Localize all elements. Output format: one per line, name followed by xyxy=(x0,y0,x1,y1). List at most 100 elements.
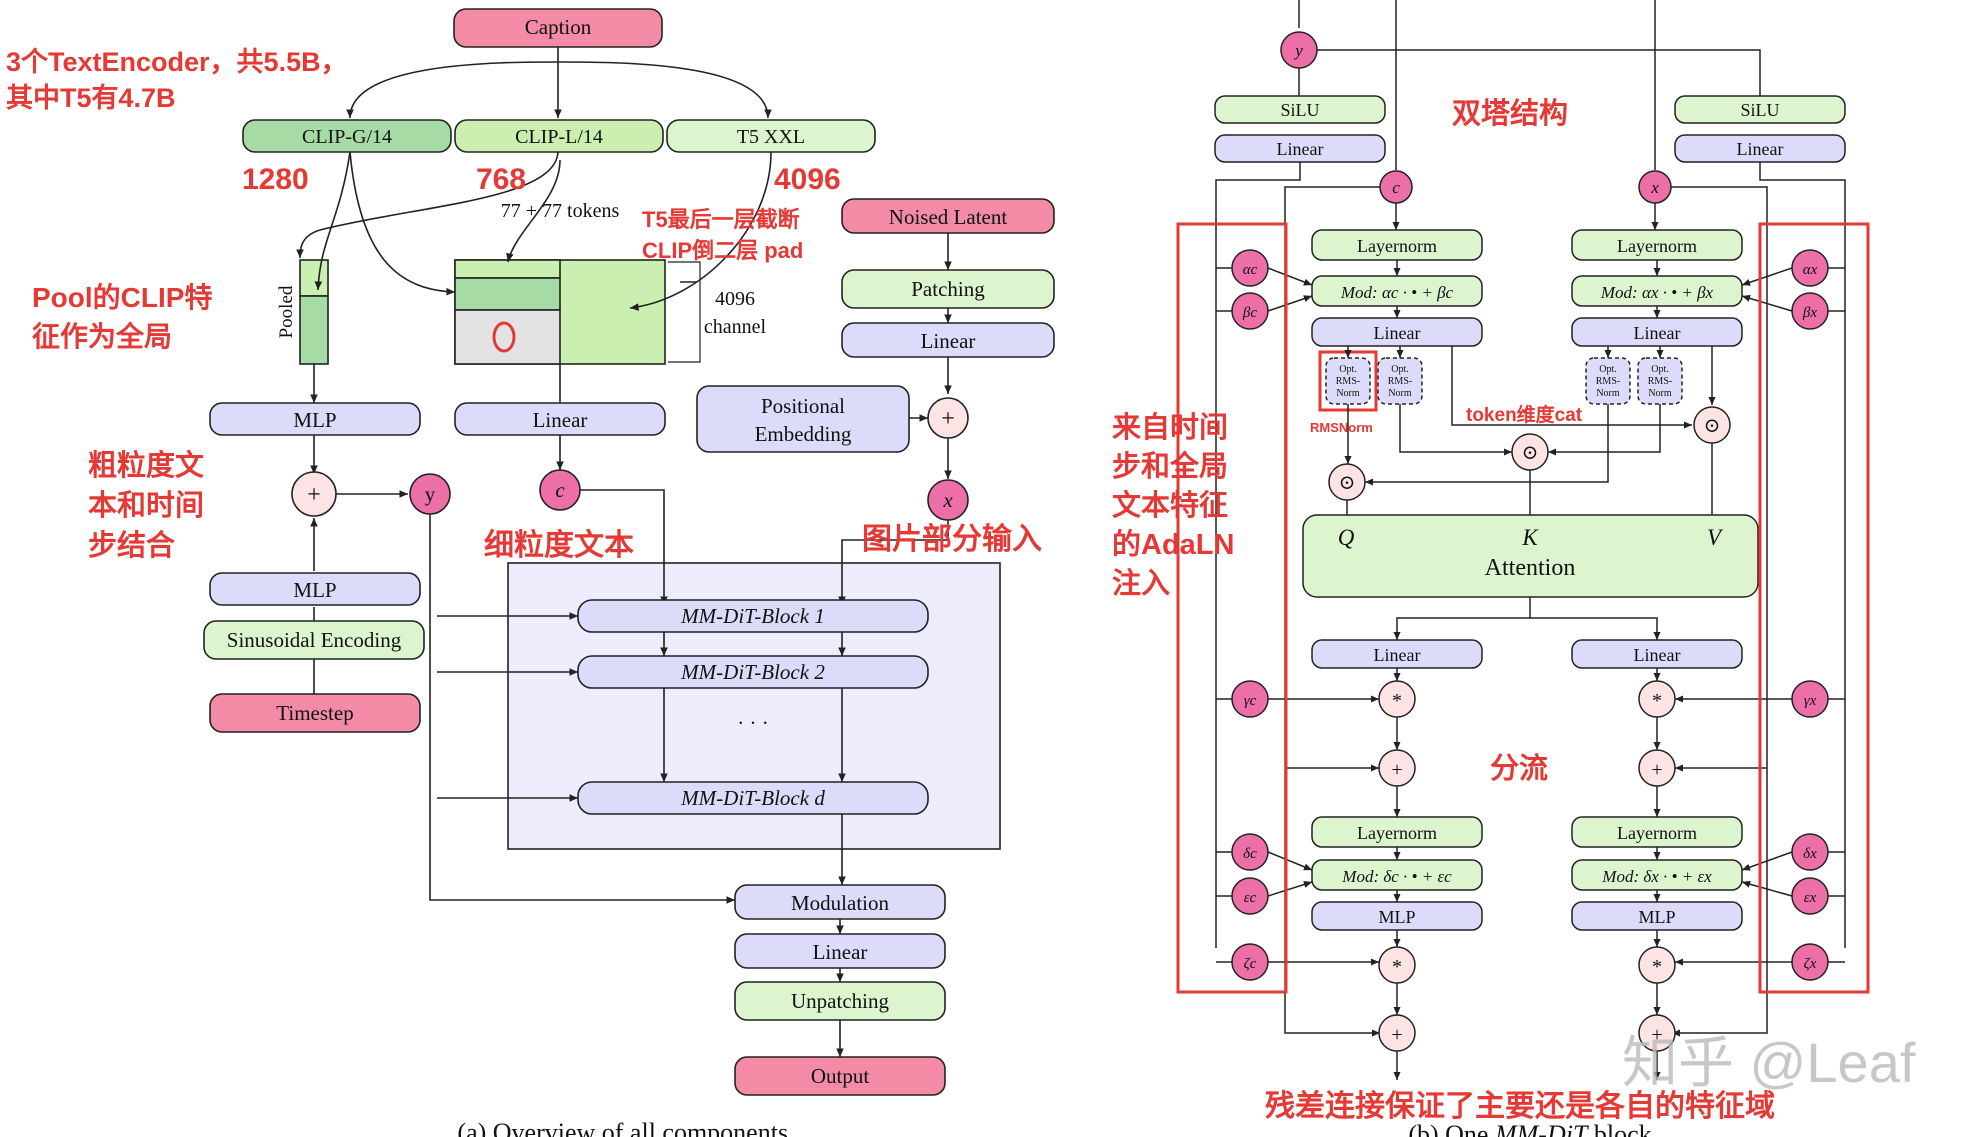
annotations-right: 双塔结构 来自时间 步和全局 文本特征 的AdaLN 注入 RMSNorm to… xyxy=(1112,97,1775,1123)
svg-text:MM-DiT-Block d: MM-DiT-Block d xyxy=(680,786,825,810)
annotation-adaln-2: 步和全局 xyxy=(1112,449,1228,483)
block-ellipsis: · · · xyxy=(737,711,768,735)
svg-text:Sinusoidal Encoding: Sinusoidal Encoding xyxy=(227,628,402,652)
odot-q: ⊙ xyxy=(1328,463,1366,501)
svg-text:δc: δc xyxy=(1243,846,1257,862)
silu-right: SiLU xyxy=(1674,95,1846,124)
mod-delta-x: Mod: δx · • + εx xyxy=(1571,859,1743,891)
residual-plus-c2: + xyxy=(1378,1014,1416,1052)
svg-text:*: * xyxy=(1392,690,1402,712)
annotation-adaln-1: 来自时间 xyxy=(1112,411,1228,444)
caption-b: (b) One MM-DiT block xyxy=(1408,1120,1651,1137)
svg-text:⊙: ⊙ xyxy=(1704,415,1721,437)
svg-text:*: * xyxy=(1392,956,1402,978)
svg-text:Norm: Norm xyxy=(1648,388,1672,399)
x-circle-b: x xyxy=(1638,170,1672,204)
svg-text:+: + xyxy=(1391,1024,1402,1046)
opt-rmsnorm-x-q: Opt. RMS- Norm xyxy=(1585,357,1631,405)
plus-time-circle: + xyxy=(291,471,337,517)
param-delta-c: δc xyxy=(1231,833,1269,871)
svg-text:Linear: Linear xyxy=(1374,645,1421,665)
mod-alpha-x: Mod: αx · • + βx xyxy=(1571,275,1743,307)
svg-text:MLP: MLP xyxy=(293,578,336,602)
y-circle-b: y xyxy=(1280,31,1318,69)
svg-text:εc: εc xyxy=(1244,890,1257,906)
mm-dit-block-d: MM-DiT-Block d xyxy=(577,781,929,815)
adaln-frame-left xyxy=(1176,222,1288,994)
param-gamma-x: γx xyxy=(1791,680,1829,718)
mlp-c: MLP xyxy=(1311,901,1483,931)
annotation-t5-cut-1: T5最后一层截断 xyxy=(642,207,800,232)
svg-text:Layernorm: Layernorm xyxy=(1357,236,1437,256)
param-alpha-c: αc xyxy=(1231,249,1269,287)
annotations-left: 3个TextEncoder，共5.5B， 其中T5有4.7B 1280 768 … xyxy=(6,47,1042,562)
linear-out-node: Linear xyxy=(734,933,946,969)
annotation-pool-2: 征作为全局 xyxy=(32,320,172,352)
annotation-adaln-5: 注入 xyxy=(1112,566,1170,600)
svg-text:RMS-: RMS- xyxy=(1596,376,1620,387)
svg-text:*: * xyxy=(1652,956,1662,978)
svg-text:Positional: Positional xyxy=(761,394,845,418)
annotation-text-encoders-2: 其中T5有4.7B xyxy=(6,83,176,113)
watermark: 知乎 @Leaf xyxy=(1622,1031,1916,1094)
svg-text:Layernorm: Layernorm xyxy=(1617,236,1697,256)
param-alpha-x: αx xyxy=(1791,249,1829,287)
timestep-node: Timestep xyxy=(209,693,421,733)
svg-text:Mod: δc · • + εc: Mod: δc · • + εc xyxy=(1341,867,1452,886)
linear-qkv-c: Linear xyxy=(1311,317,1483,347)
svg-text:ζx: ζx xyxy=(1804,956,1817,972)
channel-word: channel xyxy=(704,316,767,338)
panel-b: y SiLU Linear SiLU Linear c xyxy=(1176,0,1870,1137)
svg-text:c: c xyxy=(1392,178,1400,197)
patching-node: Patching xyxy=(841,269,1055,309)
svg-text:Mod: αx · • + βx: Mod: αx · • + βx xyxy=(1600,283,1714,302)
clip-l-node: CLIP-L/14 xyxy=(454,119,664,153)
svg-text:T5 XXL: T5 XXL xyxy=(737,126,805,148)
annotation-adaln-4: 的AdaLN xyxy=(1112,527,1234,561)
annotation-fine-text: 细粒度文本 xyxy=(484,528,634,562)
residual-plus-c1: + xyxy=(1378,749,1416,787)
svg-text:MLP: MLP xyxy=(293,408,336,432)
annotation-rmsnorm: RMSNorm xyxy=(1310,420,1373,435)
param-zeta-c: ζc xyxy=(1231,943,1269,981)
linear-silu-left: Linear xyxy=(1214,134,1386,163)
svg-text:Timestep: Timestep xyxy=(276,701,353,725)
svg-text:Modulation: Modulation xyxy=(791,891,889,915)
linear-c-node: Linear xyxy=(454,402,666,436)
svg-text:Norm: Norm xyxy=(1596,388,1620,399)
annotation-pool-1: Pool的CLIP特 xyxy=(32,281,212,313)
caption-a: (a) Overview of all components. xyxy=(457,1118,794,1137)
clip-g-node: CLIP-G/14 xyxy=(242,119,452,153)
odot-k: ⊙ xyxy=(1511,433,1549,471)
layernorm-c-bottom: Layernorm xyxy=(1311,816,1483,848)
svg-text:RMS-: RMS- xyxy=(1336,376,1360,387)
svg-text:SiLU: SiLU xyxy=(1740,100,1779,120)
svg-text:Opt.: Opt. xyxy=(1599,364,1617,375)
panel-a: Caption CLIP-G/14 CLIP-L/14 T5 XXL 77 + … xyxy=(203,8,1055,1137)
annotation-coarse-2: 本和时间 xyxy=(88,489,204,522)
svg-text:αx: αx xyxy=(1803,262,1818,278)
caption-node: Caption xyxy=(453,8,663,48)
svg-text:*: * xyxy=(1652,690,1662,712)
svg-text:δx: δx xyxy=(1803,846,1817,862)
output-node: Output xyxy=(734,1056,946,1096)
svg-text:x: x xyxy=(1650,178,1659,197)
svg-text:Norm: Norm xyxy=(1388,388,1412,399)
svg-text:Opt.: Opt. xyxy=(1391,364,1409,375)
svg-text:y: y xyxy=(425,482,436,506)
linear-attn-x: Linear xyxy=(1571,639,1743,669)
c-circle-b: c xyxy=(1379,170,1413,204)
annotation-text-encoders-1: 3个TextEncoder，共5.5B， xyxy=(6,47,348,77)
channel-num: 4096 xyxy=(715,288,755,310)
svg-text:V: V xyxy=(1707,525,1724,550)
svg-text:+: + xyxy=(1651,1024,1662,1046)
attention-node: Q K V Attention xyxy=(1302,514,1759,598)
annotation-adaln-3: 文本特征 xyxy=(1112,488,1228,522)
svg-text:Layernorm: Layernorm xyxy=(1357,823,1437,843)
mm-dit-block-1: MM-DiT-Block 1 xyxy=(577,599,929,633)
svg-text:RMS-: RMS- xyxy=(1648,376,1672,387)
svg-text:Mod: αc · • + βc: Mod: αc · • + βc xyxy=(1340,283,1454,302)
svg-text:CLIP-L/14: CLIP-L/14 xyxy=(515,126,603,148)
svg-text:Linear: Linear xyxy=(813,940,868,964)
linear-silu-right: Linear xyxy=(1674,134,1846,163)
